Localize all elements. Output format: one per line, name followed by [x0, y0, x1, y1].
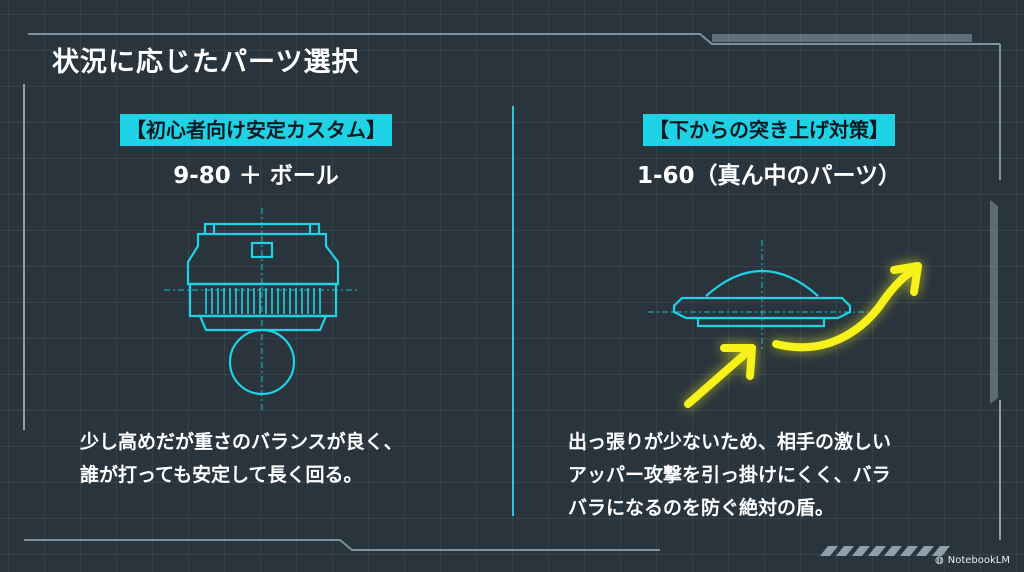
left-description: 少し高めだが重さのバランスが良く、 誰が打っても安定して長く回る。 [80, 426, 403, 492]
right-desc-line-1: 出っ張りが少ないため、相手の激しい [568, 431, 892, 453]
notebooklm-logo-icon: ◍ [935, 555, 944, 566]
left-badge: 【初心者向け安定カスタム】 [120, 114, 392, 146]
right-badge: 【下からの突き上げ対策】 [643, 114, 895, 146]
upward-attack-arrow-icon [684, 344, 756, 408]
ball-tip-part-icon [164, 208, 360, 412]
left-subtitle: 9-80 ＋ ボール [173, 163, 339, 189]
left-desc-line-1: 少し高めだが重さのバランスが良く、 [80, 431, 403, 453]
deflected-arrow-icon [772, 262, 922, 352]
right-description: 出っ張りが少ないため、相手の激しい アッパー攻撃を引っ掛けにくく、バラ バラにな… [568, 426, 891, 525]
flat-dome-part-icon [648, 240, 868, 352]
right-subtitle: 1-60（真ん中のパーツ） [636, 163, 902, 189]
right-desc-line-2: アッパー攻撃を引っ掛けにくく、バラ [568, 464, 891, 486]
page-title: 状況に応じたパーツ選択 [52, 47, 360, 78]
right-desc-line-3: バラになるのを防ぐ絶対の盾。 [568, 497, 835, 519]
left-desc-line-2: 誰が打っても安定して長く回る。 [80, 464, 363, 486]
left-panel: 【初心者向け安定カスタム】 9-80 ＋ ボール [80, 114, 403, 492]
right-panel: 【下からの突き上げ対策】 1-60（真ん中のパーツ） 出っ張りが少ないため、相手… [514, 0, 1024, 572]
notebooklm-credit: ◍ NotebookLM [935, 555, 1010, 566]
credit-text: NotebookLM [947, 555, 1010, 566]
center-divider [512, 106, 514, 516]
